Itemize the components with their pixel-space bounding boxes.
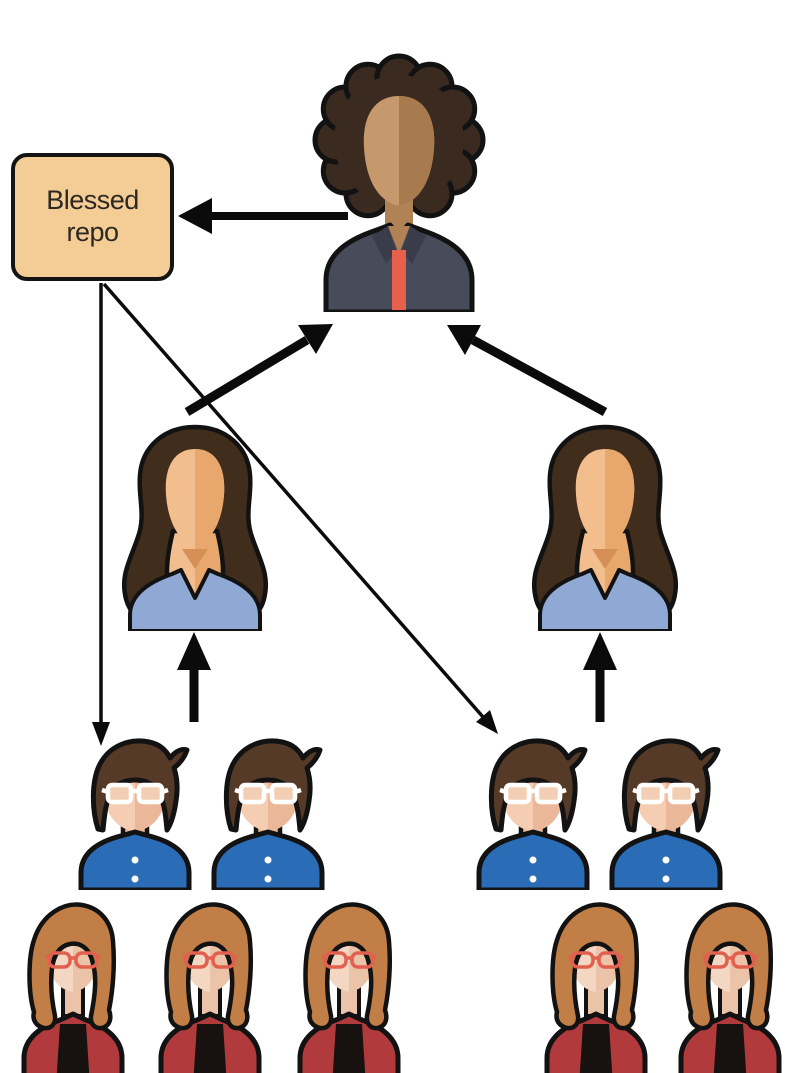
avatar-developer-man: [607, 733, 725, 890]
avatar-developer-man: [474, 733, 592, 890]
blessed-repo-node: Blessed repo: [11, 153, 174, 281]
avatar-developer-man: [76, 733, 194, 890]
arrow-devgroup-right-to-lieutenant-right: [583, 632, 617, 722]
blessed-repo-label: Blessed repo: [46, 185, 139, 247]
avatar-lieutenant-right: [514, 419, 696, 631]
avatar-developer-woman: [20, 896, 126, 1073]
arrow-lieutenant-right-to-dictator: [447, 325, 608, 416]
arrow-devgroup-left-to-lieutenant-left: [177, 632, 211, 722]
avatar-developer-woman: [543, 896, 649, 1073]
arrow-lieutenant-left-to-dictator: [184, 324, 333, 416]
avatar-developer-man: [209, 733, 327, 890]
avatar-lieutenant-left: [104, 419, 286, 631]
avatar-developer-woman: [677, 896, 783, 1073]
avatar-developer-woman: [296, 896, 402, 1073]
avatar-dictator: [312, 40, 486, 312]
avatar-developer-woman: [157, 896, 263, 1073]
